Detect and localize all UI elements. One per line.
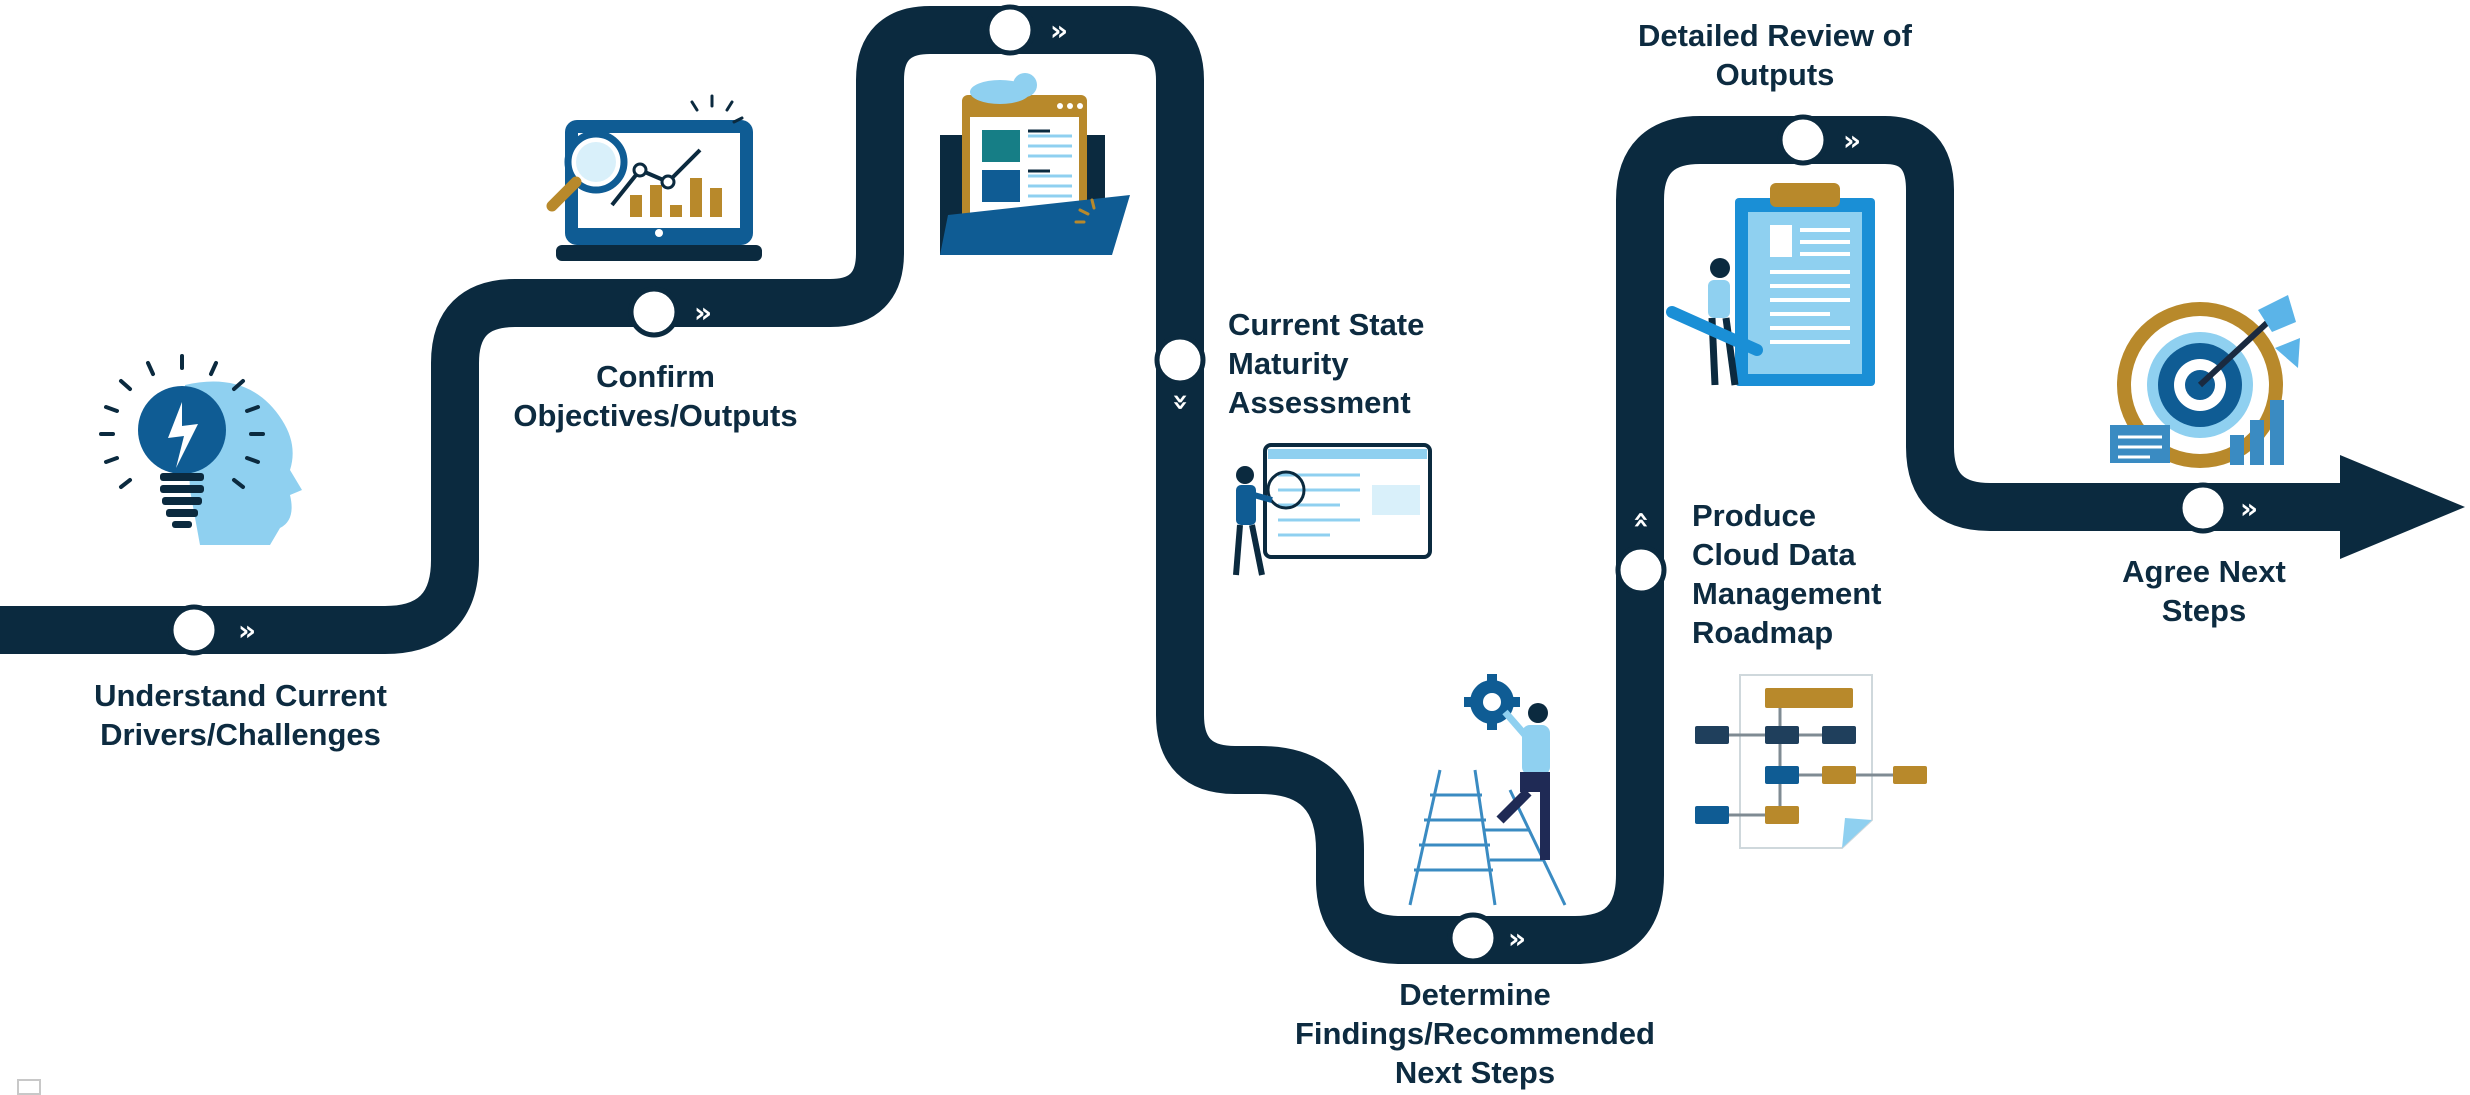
step-label-line: Next Steps [1394, 1055, 1556, 1090]
step-node-s6: » [1615, 511, 1667, 596]
step-label-line: Produce [1692, 498, 1817, 533]
step-node-s1: » [168, 604, 256, 656]
chevron-right-icon: » [1508, 922, 1526, 955]
step-node-s8: » [2177, 482, 2258, 534]
roadmap-chart-icon [1695, 674, 1927, 849]
step-label-s7: Detailed Review of Outputs [1600, 16, 1950, 94]
lightbulb-head-icon [99, 354, 302, 545]
step-label-s4: Current State Maturity Assessment [1228, 305, 1488, 422]
step-label-s6: Produce Cloud Data Management Roadmap [1692, 496, 1942, 652]
chevron-right-icon: » [694, 296, 712, 329]
step-label-s2: Confirm Objectives/Outputs [478, 357, 833, 435]
step-node-s7: » [1777, 114, 1861, 166]
laptop-analytics-icon [546, 94, 762, 261]
step-label-line: Cloud Data [1692, 537, 1856, 572]
roadmap-arrowhead [2340, 455, 2465, 559]
step-label-line: Outputs [1715, 57, 1835, 92]
target-arrow-icon [2110, 295, 2300, 468]
step-label-line: Agree Next [2122, 554, 2286, 589]
step-label-line: Current State [1228, 307, 1425, 342]
step-node-s4: » [1154, 334, 1206, 411]
step-node-s3: » [984, 4, 1068, 56]
step-label-line: Steps [2161, 593, 2247, 628]
chevron-up-icon: » [1623, 511, 1656, 529]
chevron-right-icon: » [1843, 124, 1861, 157]
step-label-line: Determine [1399, 977, 1551, 1012]
presenter-dashboard-icon [1233, 443, 1432, 576]
step-label-line: Detailed Review of [1638, 18, 1912, 53]
step-node-s2: » [628, 286, 712, 338]
step-label-s1: Understand Current Drivers/Challenges [58, 676, 423, 754]
chevron-right-icon: » [2240, 492, 2258, 525]
corner-mark [17, 1079, 41, 1095]
step-node-s5: » [1447, 912, 1526, 964]
browser-window-folder-icon [940, 73, 1130, 255]
step-label-s5: Determine Findings/Recommended Next Step… [1245, 975, 1705, 1092]
step-label-line: Objectives/Outputs [513, 398, 798, 433]
chevron-down-icon: » [1165, 393, 1198, 411]
step-label-s8: Agree Next Steps [2075, 552, 2333, 630]
step-label-line: Maturity [1228, 346, 1349, 381]
step-label-line: Confirm [596, 359, 715, 394]
step-label-line: Understand Current [94, 678, 387, 713]
step-label-line: Roadmap [1692, 615, 1834, 650]
step-label-line: Drivers/Challenges [100, 717, 381, 752]
step-label-line: Assessment [1228, 385, 1411, 420]
step-label-line: Management [1692, 576, 1882, 611]
chevron-right-icon: » [1050, 14, 1068, 47]
roadmap-path [0, 6, 2345, 964]
person-ladder-gear-icon [1408, 674, 1567, 906]
step-label-line: Findings/Recommended [1295, 1016, 1655, 1051]
chevron-right-icon: » [238, 614, 256, 647]
clipboard-person-icon [1666, 183, 1875, 386]
